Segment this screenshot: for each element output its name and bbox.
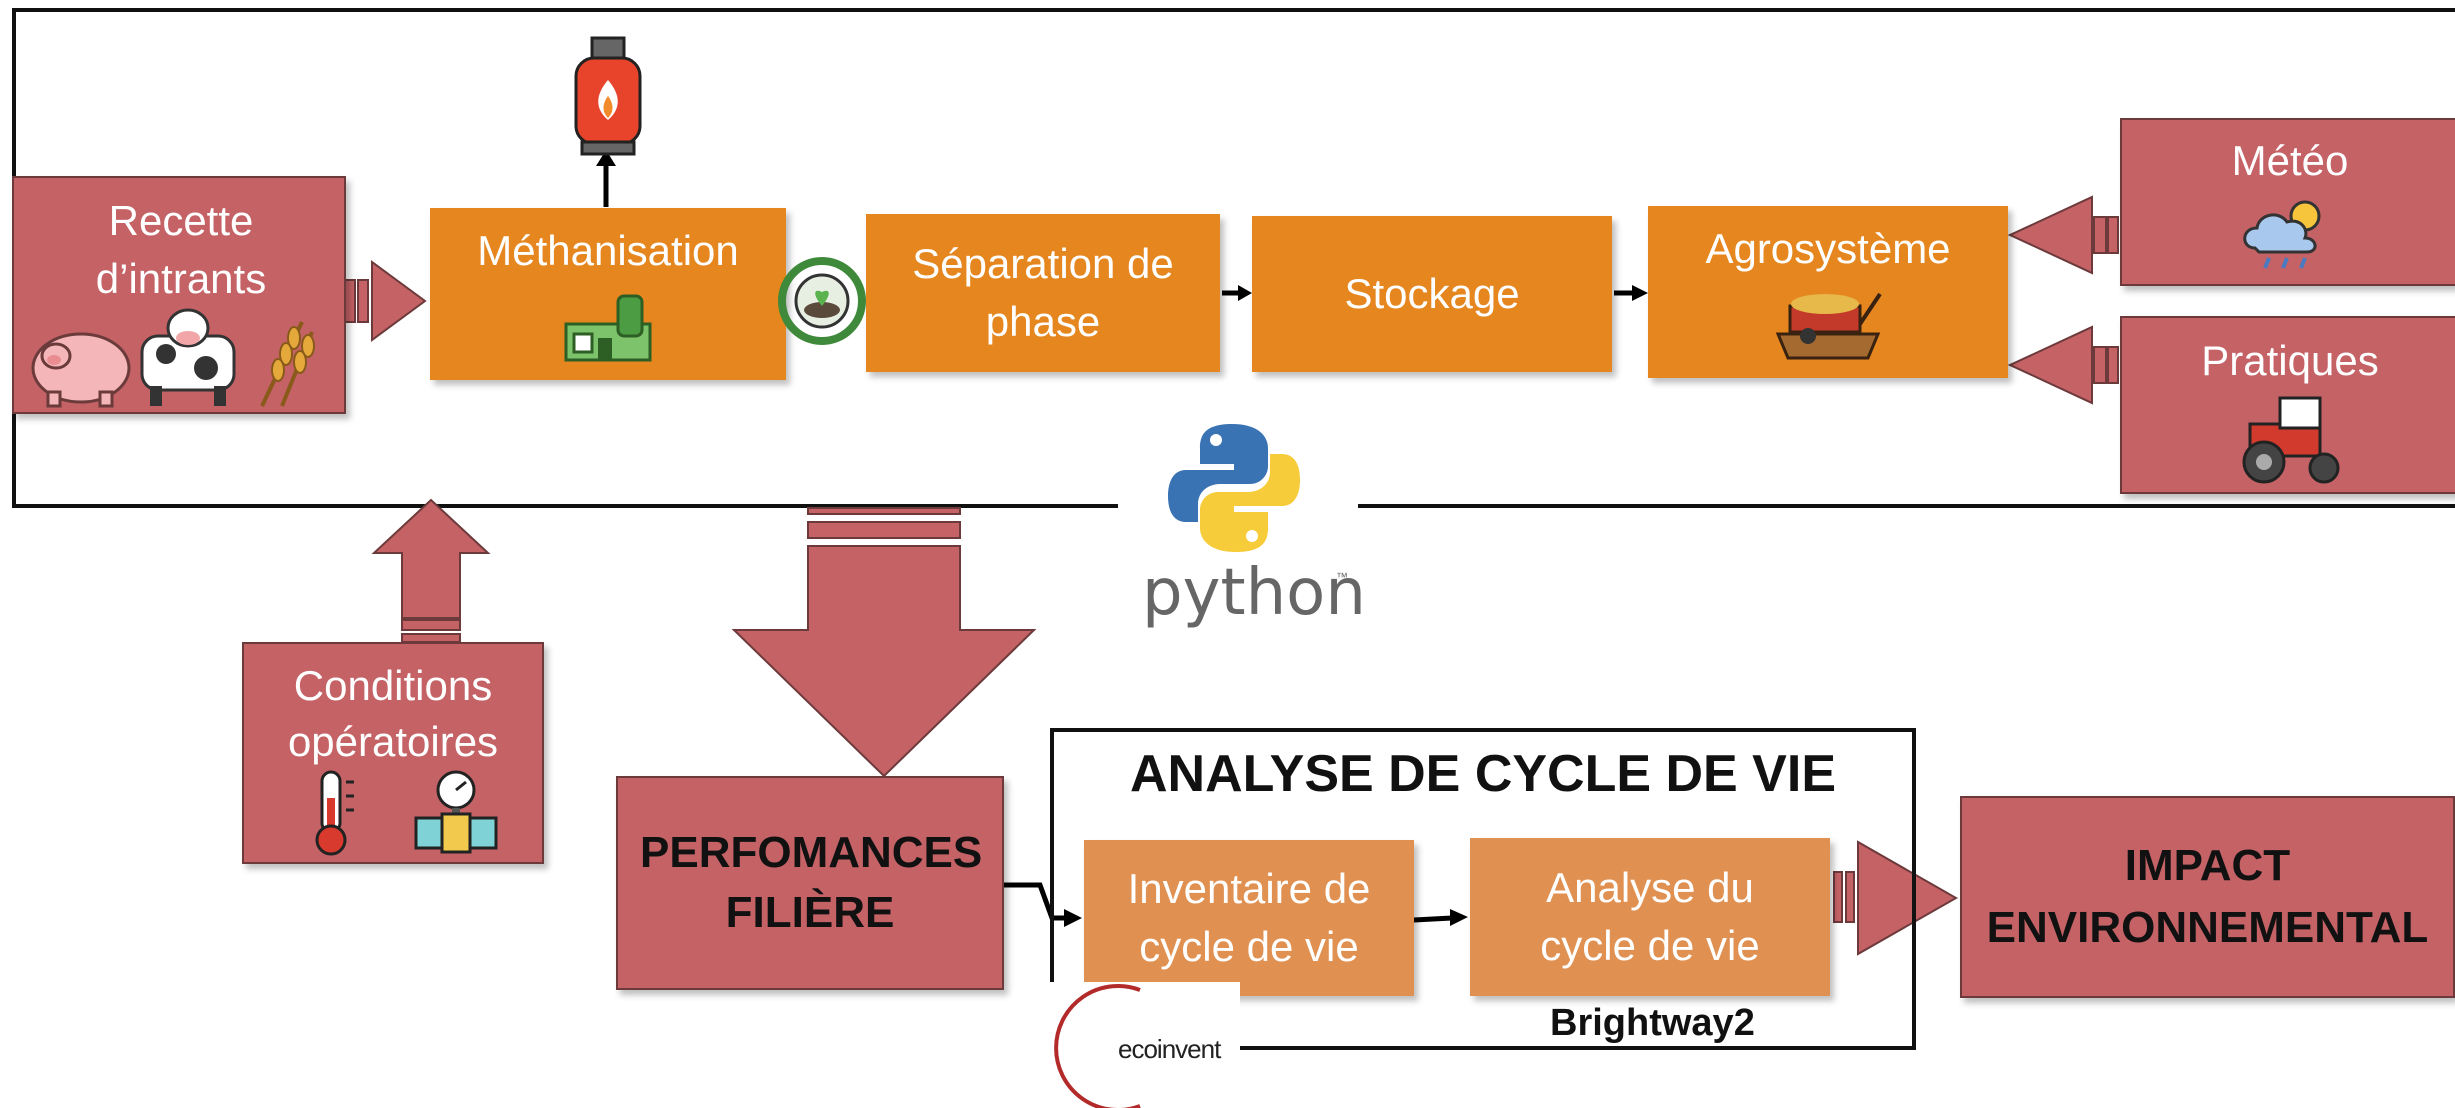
conditions-operatoires-box: Conditions opératoires bbox=[242, 642, 544, 864]
analyse-cycle-box: Analyse du cycle de vie bbox=[1470, 838, 1830, 996]
ecoinvent-logo: ecoinvent bbox=[1040, 982, 1240, 1108]
pig-icon bbox=[31, 332, 131, 408]
field-trailer-icon bbox=[1775, 292, 1882, 360]
thermometer-icon bbox=[315, 770, 354, 856]
arrow-conditions-up bbox=[371, 498, 491, 643]
wheat-icon bbox=[260, 321, 315, 407]
pressure-gauge-icon bbox=[414, 770, 498, 854]
conditions-label: Conditions opératoires bbox=[287, 662, 499, 765]
analyse-label: Analyse du cycle de vie bbox=[1540, 864, 1760, 969]
inventaire-label: Inventaire de cycle de vie bbox=[1127, 865, 1371, 970]
tractor-icon bbox=[2242, 396, 2340, 484]
performances-filiere-box: PERFOMANCES FILIÈRE bbox=[616, 776, 1004, 990]
meteo-label: Météo bbox=[2231, 137, 2349, 184]
arrow-inventaire-analyse bbox=[1413, 909, 1468, 926]
arrow-pratiques-agrosysteme bbox=[2007, 325, 2119, 405]
pratiques-label: Pratiques bbox=[2201, 337, 2379, 384]
recette-intrants-box: Recette d’intrants bbox=[12, 176, 346, 414]
python-logo: python ™ bbox=[1118, 410, 1366, 646]
cow-icon bbox=[140, 308, 236, 406]
recette-label: Recette d’intrants bbox=[95, 197, 267, 302]
acv-title: ANALYSE DE CYCLE DE VIE bbox=[1129, 745, 1836, 803]
ecoinvent-text: ecoinvent bbox=[1118, 1034, 1221, 1064]
python-tm: ™ bbox=[1336, 570, 1348, 584]
arrow-methanisation-gas bbox=[596, 150, 616, 207]
separation-label: Séparation de phase bbox=[912, 240, 1174, 345]
stockage-box: Stockage bbox=[1252, 216, 1612, 372]
agrosysteme-label: Agrosystème bbox=[1705, 225, 1951, 272]
arrow-performances-inventaire bbox=[1004, 882, 1082, 927]
ecoinvent-arc-icon bbox=[1054, 984, 1141, 1108]
meteo-box: Météo bbox=[2120, 118, 2455, 286]
methanisation-box: Méthanisation bbox=[430, 208, 786, 380]
inventaire-box: Inventaire de cycle de vie bbox=[1084, 840, 1414, 996]
impact-environnemental-box: IMPACT ENVIRONNEMENTAL bbox=[1960, 796, 2455, 998]
methanisation-label: Méthanisation bbox=[477, 227, 739, 274]
acv-frame bbox=[1050, 728, 1916, 1050]
performances-label: PERFOMANCES FILIÈRE bbox=[640, 828, 983, 937]
separation-phase-box: Séparation de phase bbox=[866, 214, 1220, 372]
arrow-stockage-agrosysteme bbox=[1614, 285, 1648, 301]
arrow-recette-methanisation bbox=[344, 260, 427, 342]
stockage-label: Stockage bbox=[1344, 270, 1520, 317]
weather-icon bbox=[2243, 200, 2321, 269]
impact-label: IMPACT ENVIRONNEMENTAL bbox=[1986, 841, 2429, 952]
python-text: python bbox=[1142, 556, 1366, 630]
pratiques-box: Pratiques bbox=[2120, 316, 2455, 494]
arrow-to-performances bbox=[731, 507, 1037, 778]
arrow-separation-stockage bbox=[1222, 285, 1252, 301]
arrow-analyse-impact bbox=[1833, 840, 1959, 956]
recycle-digestate-icon bbox=[778, 257, 866, 345]
agrosysteme-box: Agrosystème bbox=[1648, 206, 2008, 378]
arrow-meteo-agrosysteme bbox=[2007, 195, 2119, 275]
python-snakes-icon bbox=[1168, 424, 1300, 552]
biogas-plant-icon bbox=[564, 294, 652, 362]
brightway-label: Brightway2 bbox=[1550, 1002, 1755, 1044]
gas-cylinder-icon bbox=[574, 36, 642, 156]
